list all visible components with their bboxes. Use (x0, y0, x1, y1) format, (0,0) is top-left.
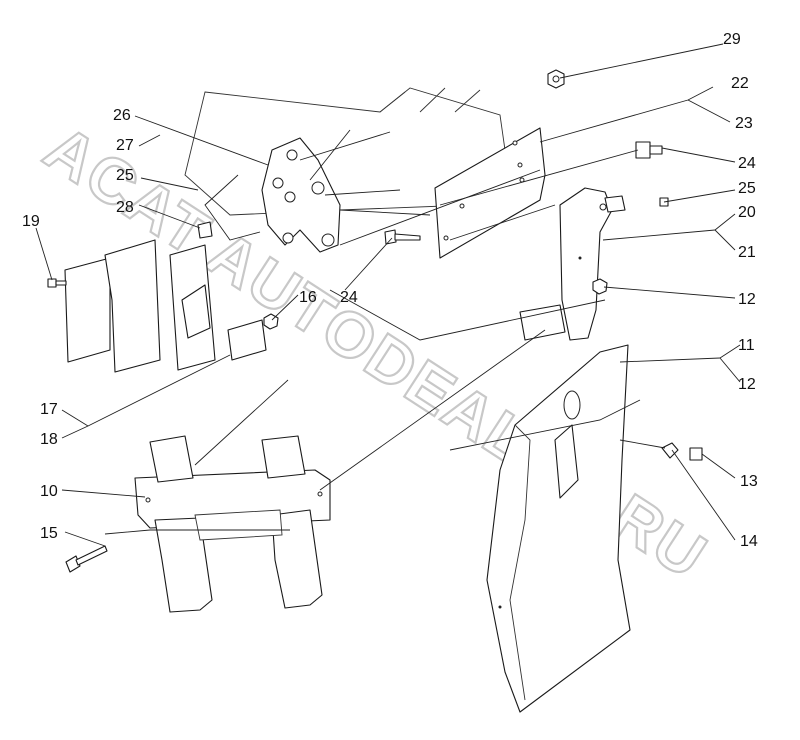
callout-24-left: 24 (340, 289, 358, 306)
callout-19: 19 (22, 213, 40, 230)
callout-20: 20 (738, 204, 756, 221)
bolt-24-right (635, 141, 663, 159)
bolt-15 (65, 545, 108, 573)
mounting-plate-22 (434, 127, 546, 259)
callout-23: 23 (735, 115, 753, 132)
nut-12 (592, 278, 608, 295)
bolt-28 (197, 221, 213, 239)
construction-lines (104, 129, 666, 535)
bolt-19 (47, 278, 67, 288)
bolt-24-left (384, 229, 421, 245)
callout-22: 22 (731, 75, 749, 92)
callout-26: 26 (113, 107, 131, 124)
callout-25-left: 25 (116, 167, 134, 184)
callout-12-upper: 12 (738, 291, 756, 308)
step-frame-10 (134, 435, 331, 613)
clip-13 (661, 442, 703, 461)
callout-11: 11 (738, 337, 755, 354)
hook-bracket-20 (519, 187, 613, 341)
leader-lines (35, 43, 741, 547)
callout-10: 10 (40, 483, 58, 500)
callout-17: 17 (40, 401, 58, 418)
nut-29 (547, 69, 565, 89)
callout-13: 13 (740, 473, 758, 490)
callout-14: 14 (740, 533, 758, 550)
callout-21: 21 (738, 244, 756, 261)
callout-12-lower: 12 (738, 376, 756, 393)
callout-15: 15 (40, 525, 58, 542)
washer-25 (604, 195, 669, 213)
side-panel-11 (486, 344, 631, 713)
callout-labels: 29 22 23 24 25 20 21 12 11 12 13 14 26 2… (22, 31, 758, 550)
callout-18: 18 (40, 431, 58, 448)
callout-16: 16 (299, 289, 317, 306)
callout-25-right: 25 (738, 180, 756, 197)
callout-29: 29 (723, 31, 741, 48)
left-bracket-17 (64, 239, 267, 373)
callout-27: 27 (116, 137, 134, 154)
callout-28: 28 (116, 199, 134, 216)
callout-24-right: 24 (738, 155, 756, 172)
